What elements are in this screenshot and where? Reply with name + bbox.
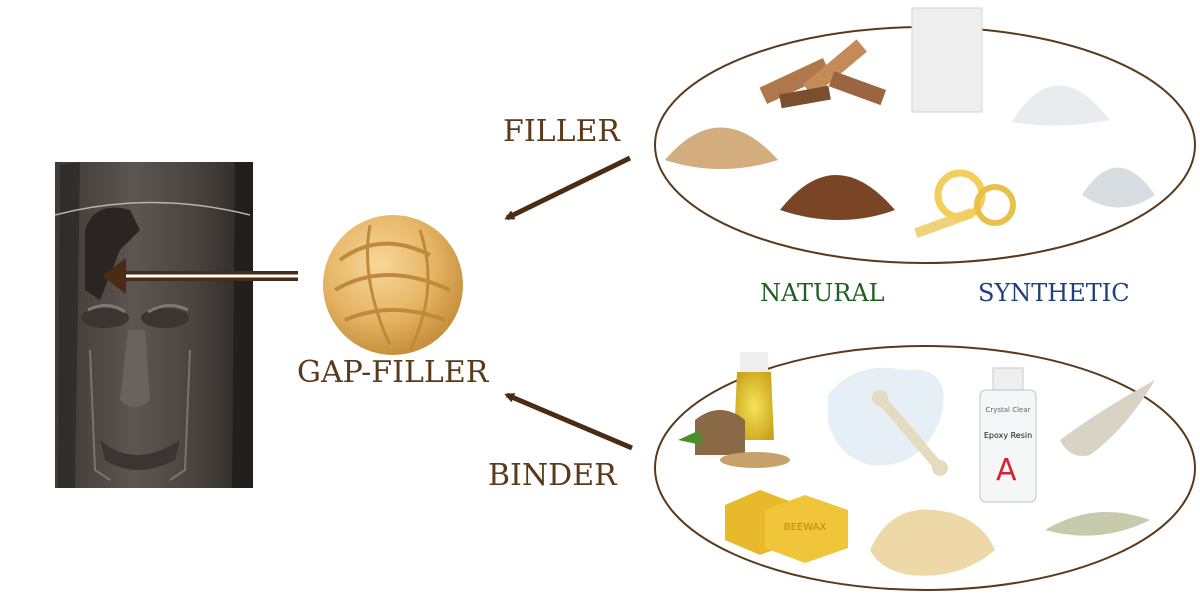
epoxy-part-letter: A xyxy=(996,453,1017,488)
filler-label: FILLER xyxy=(503,114,620,149)
white-powder-image xyxy=(1012,85,1110,126)
synthetic-label: SYNTHETIC xyxy=(978,279,1130,307)
binder-label: BINDER xyxy=(488,458,617,493)
beeswax-blocks-image: BEEWAX xyxy=(725,490,848,563)
filler-arrow xyxy=(504,155,632,221)
resin-crystals-image xyxy=(870,509,995,576)
sawdust-pile-image xyxy=(665,127,778,169)
epoxy-bottle-image: Crystal Clear Epoxy Resin A xyxy=(979,367,1037,503)
wood-chunks-image xyxy=(759,39,887,109)
natural-label: NATURAL xyxy=(760,279,885,307)
binder-arrow xyxy=(504,392,633,451)
gap-filler-label: GAP-FILLER xyxy=(297,355,489,390)
wood-chips-pile-image xyxy=(780,175,895,220)
white-granules-image xyxy=(1082,167,1155,208)
gap-filler-arrow xyxy=(102,258,298,294)
plastic-shavings-image xyxy=(914,169,1016,238)
milk-splash-image xyxy=(828,367,948,476)
beeswax-text: BEEWAX xyxy=(784,522,827,533)
binder-ellipse xyxy=(654,345,1196,591)
epoxy-brand-text: Crystal Clear xyxy=(985,406,1030,414)
paper-sheet-image xyxy=(911,7,983,113)
wooden-sculpture-image xyxy=(54,162,253,488)
liquid-splash-image xyxy=(1045,380,1155,536)
seeds-sack-image xyxy=(678,410,790,468)
gap-filler-ball-image xyxy=(323,215,463,355)
epoxy-product-text: Epoxy Resin xyxy=(984,431,1032,440)
